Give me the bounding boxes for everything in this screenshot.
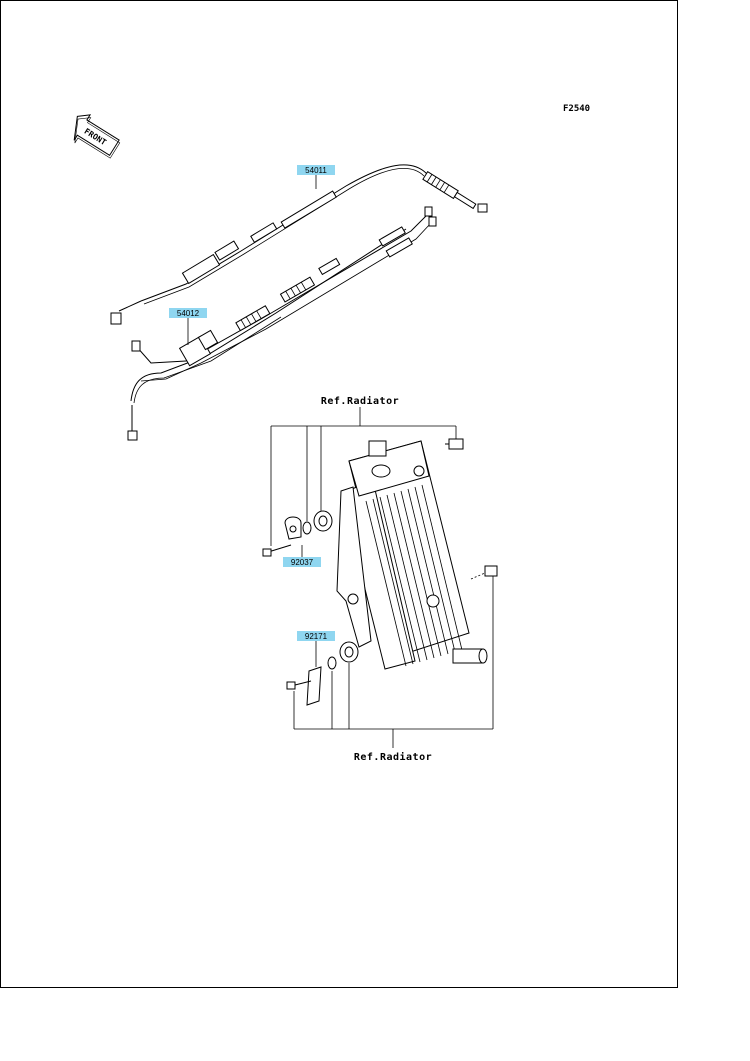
- part-label-54012[interactable]: 54012: [169, 308, 207, 345]
- svg-text:92037: 92037: [291, 558, 314, 567]
- parts-diagram: F2540 FRONT: [73, 104, 590, 763]
- clamp-92037: [284, 516, 302, 540]
- throttle-cable-54012: [127, 206, 437, 441]
- throttle-cable-54011: [110, 164, 488, 325]
- bolt-top-right: [445, 438, 464, 450]
- front-arrow-icon: FRONT: [73, 114, 121, 159]
- ref-radiator-top-label: Ref.Radiator: [321, 395, 399, 407]
- stay-92171: [306, 666, 322, 706]
- bolt-lower-left: [286, 680, 312, 690]
- collar-upper: [302, 521, 312, 535]
- radiator: [336, 440, 488, 670]
- grommet-upper: [313, 510, 333, 532]
- drawing-frame: F2540 FRONT: [0, 0, 678, 988]
- grommet-lower: [339, 641, 359, 663]
- figure-code: F2540: [563, 104, 590, 114]
- part-label-54011[interactable]: 54011: [297, 165, 335, 189]
- bolt-right-lower: [470, 565, 498, 729]
- collar-lower: [327, 656, 337, 670]
- part-label-92171[interactable]: 92171: [297, 631, 335, 667]
- svg-text:92171: 92171: [305, 632, 328, 641]
- svg-text:54012: 54012: [177, 309, 200, 318]
- part-label-92037[interactable]: 92037: [283, 545, 321, 567]
- bolt-upper-left: [262, 544, 292, 557]
- ref-radiator-bottom-label: Ref.Radiator: [354, 751, 432, 763]
- svg-text:54011: 54011: [305, 166, 327, 175]
